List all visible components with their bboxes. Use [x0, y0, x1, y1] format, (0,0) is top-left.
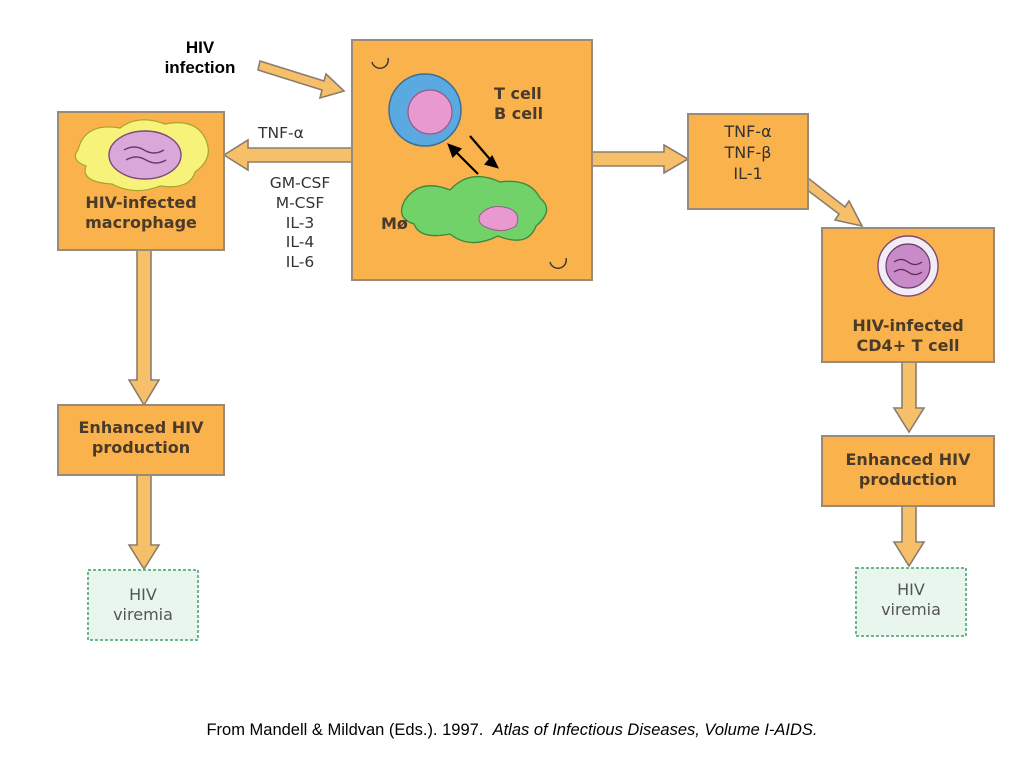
right-enhanced-to-viremia-arrow	[892, 505, 926, 568]
cytokine-item: GM-CSF	[269, 174, 331, 192]
right-enhanced-label: Enhanced HIV production	[822, 450, 994, 490]
macrophage-to-enhanced-arrow	[127, 249, 161, 407]
cytokine-item: IL-3	[285, 213, 315, 232]
left-enhanced-line2: production	[91, 438, 191, 457]
infected-cd4-line1: HIV-infected	[852, 316, 964, 335]
left-enhanced-line1: Enhanced HIV	[78, 418, 204, 437]
citation-prefix: From Mandell & Mildvan (Eds.). 1997.	[206, 721, 484, 739]
right-viremia-line1: HIV	[897, 580, 925, 599]
right-enhanced-line2: production	[858, 470, 958, 489]
center-to-cytokine-arrow	[591, 143, 690, 175]
center-cell-box	[351, 39, 593, 281]
left-cytokine-label: TNF-α	[258, 124, 304, 142]
tcell-label: T cell	[494, 84, 542, 103]
infected-macrophage-label: HIV-infected macrophage	[58, 193, 224, 233]
hiv-infection-line1: HIV	[185, 38, 215, 57]
left-enhanced-to-viremia-arrow	[127, 474, 161, 571]
infected-macrophage-icon	[74, 119, 209, 192]
cytokine-item: M-CSF	[275, 193, 325, 212]
cycle-arrow-icon	[371, 57, 567, 269]
cytokine-item: IL-6	[285, 253, 315, 272]
cytokine-item: TNF-α	[724, 122, 772, 141]
interaction-arrows-icon	[447, 135, 500, 175]
left-enhanced-label: Enhanced HIV production	[58, 418, 224, 458]
hiv-infection-arrow	[257, 59, 346, 100]
infected-cd4-line2: CD4+ T cell	[856, 336, 960, 355]
infected-macrophage-line2: macrophage	[85, 213, 197, 232]
cytokine-item: IL-4	[285, 233, 315, 252]
citation: From Mandell & Mildvan (Eds.). 1997. Atl…	[0, 721, 1024, 740]
center-cell-labels: T cell B cell	[494, 84, 574, 124]
left-enhanced-box	[57, 404, 225, 476]
infected-cd4-cell-icon	[877, 235, 939, 297]
right-viremia-label: HIV viremia	[856, 580, 966, 620]
bcell-label: B cell	[494, 104, 544, 123]
left-cytokines-list: GM-CSF M-CSF IL-3 IL-4 IL-6	[250, 174, 350, 273]
macrophage-icon	[400, 175, 548, 244]
left-viremia-label: HIV viremia	[88, 585, 198, 625]
center-to-macrophage-arrow	[222, 138, 353, 172]
right-cytokines-list: TNF-α TNF-β IL-1	[688, 121, 808, 184]
right-viremia-box	[855, 567, 967, 637]
cytokine-to-cd4-arrow	[800, 176, 864, 228]
macrophage-label: Mø	[381, 214, 408, 233]
cd4-to-enhanced-arrow	[892, 361, 926, 434]
left-viremia-line2: viremia	[113, 605, 173, 624]
citation-title: Atlas of Infectious Diseases, Volume I-A…	[492, 721, 818, 739]
infected-macrophage-line1: HIV-infected	[85, 193, 197, 212]
infected-cd4-label: HIV-infected CD4+ T cell	[822, 316, 994, 356]
hiv-infection-label: HIV infection	[140, 38, 260, 79]
right-cytokine-box	[687, 113, 809, 210]
right-enhanced-line1: Enhanced HIV	[845, 450, 971, 469]
left-viremia-box	[87, 569, 199, 641]
arrows	[127, 59, 926, 571]
left-viremia-line1: HIV	[129, 585, 157, 604]
right-viremia-line2: viremia	[881, 600, 941, 619]
hiv-infection-line2: infection	[164, 58, 236, 78]
right-enhanced-box	[821, 435, 995, 507]
t-cell-icon	[388, 73, 462, 147]
cytokine-item: TNF-β	[724, 143, 772, 163]
cytokine-item: IL-1	[733, 164, 763, 184]
